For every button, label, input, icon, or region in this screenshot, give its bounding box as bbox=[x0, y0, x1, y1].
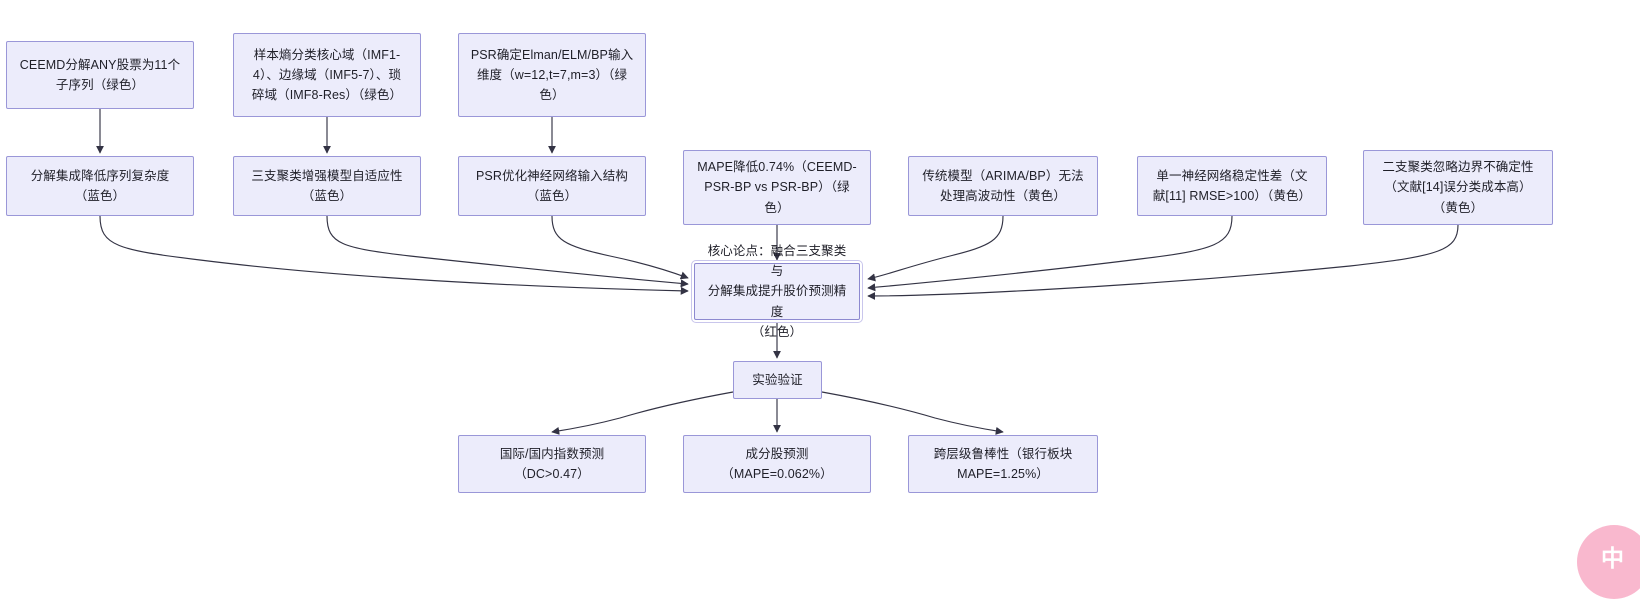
node-label: CEEMD分解ANY股票为11个 子序列（绿色） bbox=[19, 57, 181, 92]
node-mape-reduction[interactable]: MAPE降低0.74%（CEEMD- PSR-BP vs PSR-BP）（绿 色… bbox=[683, 150, 871, 225]
node-label: 样本熵分类核心域（IMF1- 4）、边缘域（IMF5-7）、琐 碎域（IMF8-… bbox=[251, 47, 403, 103]
node-ceemd-decomposition[interactable]: CEEMD分解ANY股票为11个 子序列（绿色） bbox=[6, 41, 194, 109]
watermark-text: 中 bbox=[1601, 544, 1624, 571]
node-label: 分解集成降低序列复杂度 （蓝色） bbox=[30, 168, 170, 203]
node-label: PSR确定Elman/ELM/BP输入 维度（w=12,t=7,m=3）（绿 色… bbox=[470, 47, 634, 103]
node-label: PSR优化神经网络输入结构 （蓝色） bbox=[475, 168, 628, 203]
flowchart-canvas: CEEMD分解ANY股票为11个 子序列（绿色） 样本熵分类核心域（IMF1- … bbox=[6, 33, 1640, 599]
node-psr-input-dimension[interactable]: PSR确定Elman/ELM/BP输入 维度（w=12,t=7,m=3）（绿 色… bbox=[458, 33, 646, 117]
edge-n4-core bbox=[99, 215, 689, 295]
node-label: 传统模型（ARIMA/BP）无法 处理高波动性（黄色） bbox=[922, 168, 1084, 203]
node-label: 实验验证 bbox=[752, 372, 803, 387]
edge-n6-core bbox=[551, 215, 689, 280]
node-two-way-clustering-limitation[interactable]: 二支聚类忽略边界不确定性 （文献[14]误分类成本高） （黄色） bbox=[1363, 150, 1553, 225]
node-single-network-instability[interactable]: 单一神经网络稳定性差（文 献[11] RMSE>100）（黄色） bbox=[1137, 156, 1327, 216]
node-label: 成分股预测 （MAPE=0.062%） bbox=[721, 446, 833, 481]
edge-exp-r3 bbox=[821, 391, 1004, 435]
node-label: 国际/国内指数预测 （DC>0.47） bbox=[499, 446, 605, 481]
node-label: 三支聚类增强模型自适应性 （蓝色） bbox=[251, 168, 403, 203]
edge-n10-core bbox=[867, 224, 1459, 301]
node-result-index-forecast[interactable]: 国际/国内指数预测 （DC>0.47） bbox=[458, 435, 646, 493]
node-experimental-validation[interactable]: 实验验证 bbox=[733, 361, 822, 399]
edge-exp-r1 bbox=[551, 391, 734, 435]
node-psr-optimizes-network-input[interactable]: PSR优化神经网络输入结构 （蓝色） bbox=[458, 156, 646, 216]
node-label: MAPE降低0.74%（CEEMD- PSR-BP vs PSR-BP）（绿 色… bbox=[697, 160, 857, 215]
node-core-thesis[interactable]: 核心论点：融合三支聚类与 分解集成提升股价预测精度 （红色） bbox=[691, 244, 863, 339]
node-label: 二支聚类忽略边界不确定性 （文献[14]误分类成本高） （黄色） bbox=[1382, 160, 1534, 215]
node-three-way-clustering-adaptivity[interactable]: 三支聚类增强模型自适应性 （蓝色） bbox=[233, 156, 421, 216]
node-label: 核心论点：融合三支聚类与 分解集成提升股价预测精度 （红色） bbox=[707, 243, 847, 339]
node-result-cross-level-robustness[interactable]: 跨层级鲁棒性（银行板块 MAPE=1.25%） bbox=[908, 435, 1098, 493]
node-traditional-models-limitation[interactable]: 传统模型（ARIMA/BP）无法 处理高波动性（黄色） bbox=[908, 156, 1098, 216]
node-decomposition-reduces-complexity[interactable]: 分解集成降低序列复杂度 （蓝色） bbox=[6, 156, 194, 216]
node-sample-entropy-classification[interactable]: 样本熵分类核心域（IMF1- 4）、边缘域（IMF5-7）、琐 碎域（IMF8-… bbox=[233, 33, 421, 117]
edge-n8-core bbox=[867, 215, 1004, 282]
edge-n9-core bbox=[867, 215, 1233, 292]
edge-n5-core bbox=[326, 215, 689, 288]
node-label: 单一神经网络稳定性差（文 献[11] RMSE>100）（黄色） bbox=[1152, 168, 1312, 203]
node-result-constituent-stock-forecast[interactable]: 成分股预测 （MAPE=0.062%） bbox=[683, 435, 871, 493]
watermark-badge: 中 bbox=[1577, 525, 1640, 599]
node-label: 跨层级鲁棒性（银行板块 MAPE=1.25%） bbox=[933, 446, 1073, 481]
